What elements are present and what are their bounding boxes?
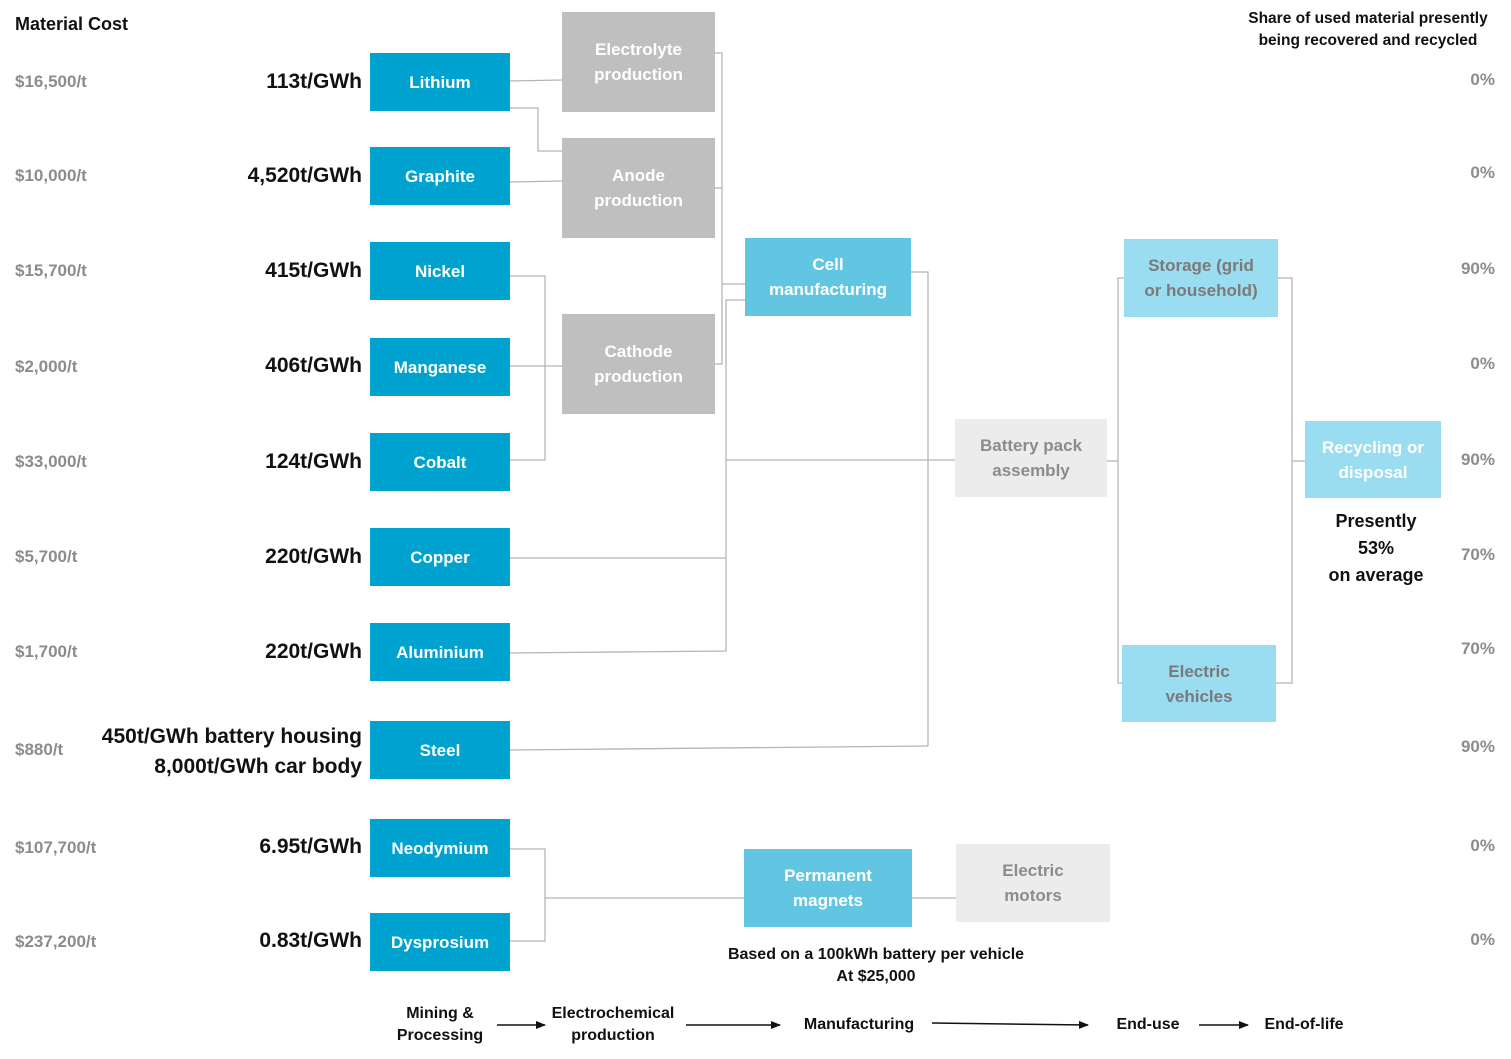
material-copper: Copper [370,528,510,586]
connector-enduse-recycling [1276,277,1293,684]
material-nickel: Nickel [370,242,510,300]
connector-nickel-cathode [510,275,546,461]
arrow-manufacturing-to-end-use [931,1020,1089,1029]
share-nickel: 90% [1460,259,1495,278]
recycling-note-line3: on average [1328,565,1424,585]
intensity-graphite: 4,520t/GWh [247,164,362,187]
material-aluminium: Aluminium [370,623,510,681]
intensity-steel: 450t/GWh battery housing 8,000t/GWh car … [102,722,362,782]
share-cobalt: 90% [1460,450,1495,469]
intensity-manganese: 406t/GWh [265,354,362,377]
material-cost-header: Material Cost [15,14,129,34]
storage-box: Storage (grid or household) [1124,239,1278,317]
connector-lithium-electrolyte [509,79,563,82]
permanent-magnets-box: Permanent magnets [744,849,912,927]
cost-copper: $5,700/t [15,547,78,566]
intensity-dysprosium: 0.83t/GWh [259,929,362,952]
share-dysprosium: 0% [1470,930,1495,949]
cost-aluminium: $1,700/t [15,642,78,661]
material-manganese: Manganese [370,338,510,396]
cost-cobalt: $33,000/t [15,452,87,471]
intensity-copper: 220t/GWh [265,545,362,568]
intensity-lithium: 113t/GWh [266,70,362,93]
stage-end-of-life: End-of-life [1264,1016,1344,1033]
electric-vehicles-box: Electric vehicles [1122,645,1276,722]
cost-manganese: $2,000/t [15,357,78,376]
connector-electrolyte-trunk [715,52,723,365]
basis-note-line1: Based on a 100kWh battery per vehicle [727,946,1025,963]
connector-trunk-cell-lower [725,299,745,460]
material-graphite: Graphite [370,147,510,205]
stage-electrochemical-production: Electrochemical production [551,1005,675,1044]
battery-pack-assembly-box: Battery pack assembly [955,419,1107,497]
recycling-note-line1: Presently [1335,511,1417,531]
stage-end-use: End-use [1116,1016,1180,1033]
cathode-production-box: Cathode production [562,314,715,414]
share-copper: 70% [1460,545,1495,564]
connector-lithium-anode [510,107,562,152]
electrolyte-production-box: Electrolyte production [562,12,715,112]
material-neodymium: Neodymium [370,819,510,877]
share-header-line2: being recovered and recycled [1258,32,1478,49]
share-graphite: 0% [1470,163,1495,182]
share-lithium: 0% [1470,70,1495,89]
intensity-cobalt: 124t/GWh [265,450,362,473]
cost-nickel: $15,700/t [15,261,87,280]
recycling-average-note: Presently 53% on average [1300,508,1452,589]
share-steel: 90% [1460,737,1495,756]
share-manganese: 0% [1470,354,1495,373]
share-header: Share of used material presently being r… [1220,8,1511,52]
share-neodymium: 0% [1470,836,1495,855]
connector-neodymium-magnets [510,848,546,942]
connector-cell-battery-pack [911,271,929,746]
battery-basis-note: Based on a 100kWh battery per vehicle At… [700,944,1052,988]
cost-dysprosium: $237,200/t [15,932,97,951]
intensity-aluminium: 220t/GWh [265,640,362,663]
cost-graphite: $10,000/t [15,166,87,185]
recycling-disposal-box: Recycling or disposal [1305,421,1441,498]
intensity-neodymium: 6.95t/GWh [259,835,362,858]
intensity-nickel: 415t/GWh [265,259,362,282]
stage-manufacturing: Manufacturing [803,1016,915,1033]
connector-graphite-anode [509,180,563,183]
cost-lithium: $16,500/t [15,72,87,91]
connector-steel-battery-pack [509,745,929,751]
cost-neodymium: $107,700/t [15,838,97,857]
material-cobalt: Cobalt [370,433,510,491]
share-aluminium: 70% [1460,639,1495,658]
basis-note-line2: At $25,000 [836,968,916,985]
connector-enduse-bracket [1117,277,1124,684]
connector-aluminium-trunk [509,460,727,654]
cost-steel: $880/t [15,740,64,759]
stage-mining-processing: Mining & Processing [396,1005,484,1044]
material-lithium: Lithium [370,53,510,111]
recycling-note-line2: 53% [1357,538,1395,558]
share-header-line1: Share of used material presently [1248,10,1488,27]
intensity-steel-car-body: 8,000t/GWh car body [154,755,362,778]
material-steel: Steel [370,721,510,779]
cell-manufacturing-box: Cell manufacturing [745,238,911,316]
electric-motors-box: Electric motors [956,844,1110,922]
intensity-steel-housing: 450t/GWh battery housing [101,725,362,748]
material-dysprosium: Dysprosium [370,913,510,971]
anode-production-box: Anode production [562,138,715,238]
